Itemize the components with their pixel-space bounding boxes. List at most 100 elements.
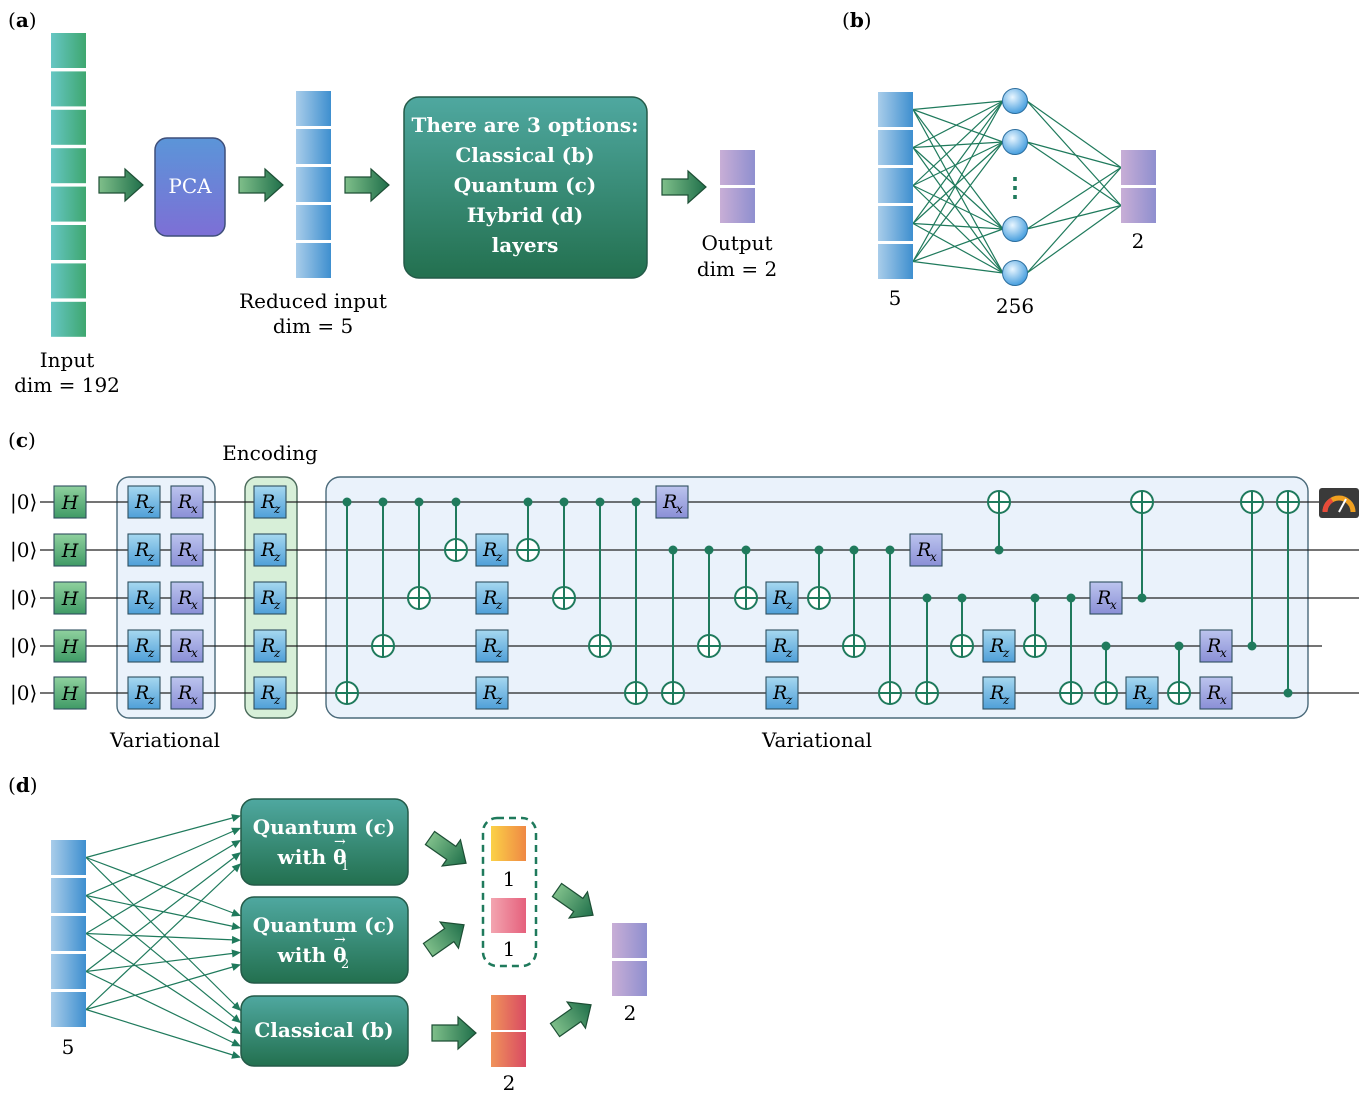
gate-subscript: z (495, 598, 503, 612)
connection-line (85, 857, 237, 1007)
gate-box (1125, 676, 1159, 710)
connection-line (85, 894, 237, 928)
classical-output-top (491, 995, 526, 1030)
gate-label: R (260, 587, 275, 609)
gate-box (170, 676, 204, 710)
connection-line (1026, 100, 1122, 168)
gate-label: R (177, 491, 192, 513)
connection-line (85, 932, 237, 941)
gate-label: R (989, 635, 1004, 657)
qubit-kets: |0⟩|0⟩|0⟩|0⟩|0⟩ (10, 490, 37, 706)
output-label-line1: Output (701, 231, 772, 255)
control-dot (451, 497, 461, 507)
variational-left-label: Variational (109, 728, 220, 752)
control-dot (1066, 593, 1076, 603)
connection-line (1026, 166, 1122, 230)
connection-line (85, 856, 237, 915)
rx-gate: Rx (170, 485, 204, 519)
cnot-gate (697, 545, 721, 658)
gate-subscript: z (1145, 693, 1153, 707)
rz-gate: Rz (127, 533, 161, 567)
gate-label: R (662, 491, 677, 513)
quantum-box-1-line1: Quantum (c) (253, 815, 395, 839)
final-output-top (612, 923, 647, 958)
output-vector (720, 150, 755, 223)
vector-arrow-icon-1: → (334, 834, 346, 850)
cnot-gate (878, 545, 902, 705)
gate-subscript: z (273, 550, 281, 564)
cnot-gate (987, 490, 1011, 555)
connection-line (85, 895, 237, 1020)
cnot-gate (1276, 490, 1300, 698)
connection-line (912, 108, 1004, 143)
arrowhead (231, 839, 241, 849)
gate-subscript: x (191, 646, 198, 660)
hadamard-gate: H (53, 676, 87, 710)
gate-subscript: x (191, 693, 198, 707)
connection-line (85, 855, 237, 972)
gate-box (253, 629, 287, 663)
cnot-gate (516, 497, 540, 562)
gate-subscript: z (147, 550, 155, 564)
hidden-ellipsis: ⋮ (1002, 173, 1028, 203)
rx-gate: Rx (170, 533, 204, 567)
nn-hidden-count: 256 (996, 294, 1034, 318)
rz-gate: Rz (475, 581, 509, 615)
gate-box (170, 533, 204, 567)
connection-line (85, 965, 237, 1011)
control-dot (704, 545, 714, 555)
arrow-to-options (344, 168, 390, 202)
quantum-1-output-count: 1 (503, 867, 516, 891)
input-label-line1: Input (40, 348, 95, 372)
gate-label: R (1206, 635, 1221, 657)
cnot-gate (1059, 593, 1083, 705)
pca-label: PCA (168, 174, 212, 198)
quantum-box-1-line2: with θ (277, 845, 347, 869)
quantum-output-group (481, 816, 538, 968)
gate-box (253, 533, 287, 567)
cnot-gate (1023, 593, 1047, 658)
connection-line (1026, 141, 1122, 169)
gate-label: H (61, 683, 79, 705)
gate-label: R (482, 682, 497, 704)
control-dot (668, 545, 678, 555)
hadamard-gate: H (53, 629, 87, 663)
arrow-q1-out (420, 824, 476, 877)
rz-gate: Rz (765, 676, 799, 710)
gate-label: R (772, 587, 787, 609)
control-dot (523, 497, 533, 507)
input-vector-cell (51, 186, 86, 222)
gate-subscript: x (930, 550, 937, 564)
gate-subscript: z (273, 646, 281, 660)
gate-label: R (177, 682, 192, 704)
connection-line (912, 222, 1004, 274)
gate-subscript: z (147, 598, 155, 612)
control-dot (378, 497, 388, 507)
connection-line (912, 222, 1004, 230)
gate-subscript: z (1002, 693, 1010, 707)
gate-subscript: x (1110, 598, 1117, 612)
gate-label: R (482, 635, 497, 657)
qubit-ket: |0⟩ (10, 586, 37, 611)
hybrid-input-vector (51, 840, 86, 1027)
hadamard-gate: H (53, 485, 87, 519)
gate-box (1089, 581, 1123, 615)
gate-label: R (482, 539, 497, 561)
encoding-label: Encoding (222, 441, 318, 465)
panel-a: (a) Input dim = 192 PCA Reduced input di… (8, 8, 777, 397)
connection-line (912, 100, 1004, 224)
connection-line (85, 952, 237, 973)
gate-subscript: z (1002, 646, 1010, 660)
connection-line (85, 829, 237, 897)
gate-label: R (482, 587, 497, 609)
cnot-gate (1130, 490, 1154, 603)
arrowhead (231, 1038, 241, 1047)
connection-line (85, 867, 237, 1010)
gate-label: R (177, 539, 192, 561)
reduced-vector-cell (296, 167, 331, 202)
gate-label: R (177, 635, 192, 657)
rx-gate: Rx (909, 533, 943, 567)
connection-line (912, 141, 1004, 187)
arrowhead (231, 908, 241, 917)
